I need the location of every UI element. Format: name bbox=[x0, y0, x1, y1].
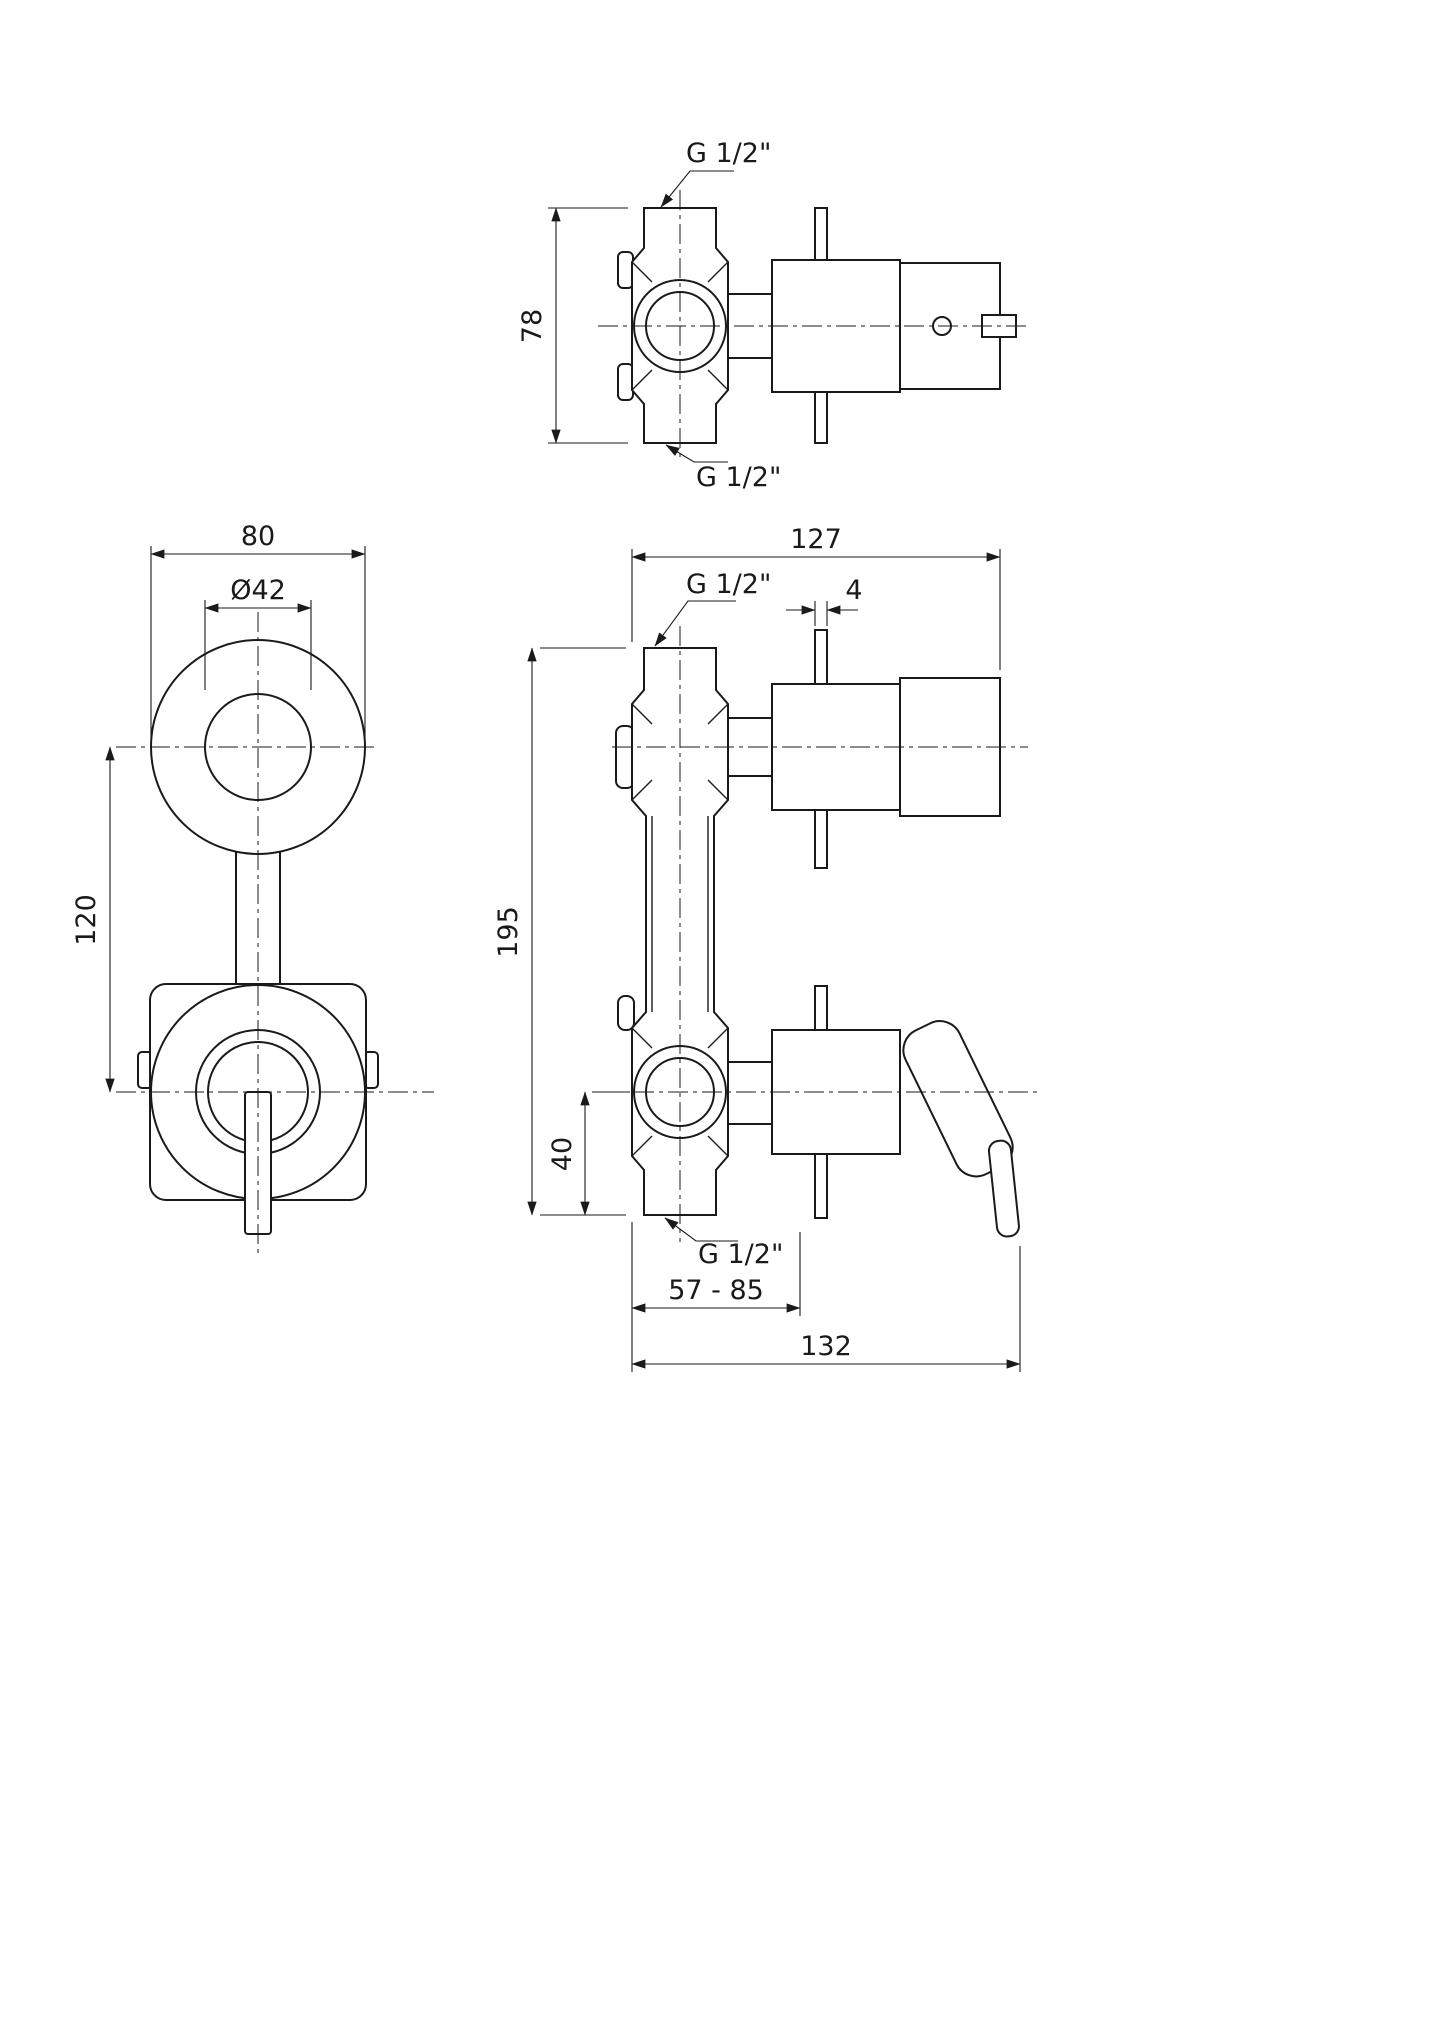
dim-42-label: Ø42 bbox=[230, 575, 286, 606]
dim-127-label: 127 bbox=[790, 524, 842, 555]
side-view-upper-stem-lines bbox=[728, 717, 772, 777]
side-view-lever-hook-body bbox=[987, 1139, 1020, 1238]
front-view-dimensions: 80 Ø42 120 bbox=[71, 521, 366, 1093]
dim-80-extension-lines bbox=[150, 546, 366, 738]
top-port-bottom-label: G 1/2" bbox=[696, 462, 781, 493]
dim-42-extension-lines bbox=[204, 600, 312, 690]
dim-4-extension-lines bbox=[814, 601, 828, 626]
side-view-clip-lower bbox=[617, 995, 635, 1031]
dim-78-extension-lines bbox=[548, 207, 628, 444]
top-port-bottom-leader bbox=[665, 444, 728, 463]
side-port-bottom-leader bbox=[664, 1217, 738, 1242]
side-view-lower-chamfer-lines bbox=[631, 1027, 729, 1157]
dim-132-label: 132 bbox=[800, 1331, 852, 1362]
dim-195-label: 195 bbox=[493, 906, 524, 958]
dim-120-label: 120 bbox=[71, 894, 102, 946]
side-view-upper-chamfer-lines bbox=[631, 703, 729, 801]
top-view-stem-lines bbox=[728, 293, 772, 359]
dim-195-extension-lines bbox=[540, 647, 626, 1216]
front-view bbox=[116, 612, 434, 1258]
top-view-chamfer-lines bbox=[631, 261, 729, 391]
dim-57-85-label: 57 - 85 bbox=[668, 1275, 764, 1306]
top-view bbox=[598, 190, 1026, 462]
side-view-upper-knob bbox=[899, 677, 1001, 817]
side-port-top-leader bbox=[654, 600, 736, 647]
dim-4-label: 4 bbox=[845, 575, 862, 606]
top-port-top-label: G 1/2" bbox=[686, 138, 771, 169]
side-view bbox=[600, 626, 1042, 1242]
side-view-dimensions: 127 4 G 1/2" 195 40 G 1/2" 57 - 85 132 bbox=[493, 524, 1021, 1372]
dim-127-extension-lines bbox=[631, 549, 1001, 670]
dim-78-label: 78 bbox=[517, 309, 548, 343]
side-view-lever-hook bbox=[987, 1139, 1020, 1238]
top-view-dimensions: 78 G 1/2" G 1/2" bbox=[517, 138, 781, 493]
top-port-top-leader bbox=[660, 170, 734, 208]
dim-40-label: 40 bbox=[547, 1137, 578, 1171]
side-view-body-inner-lines bbox=[651, 816, 709, 1012]
side-port-bottom-label: G 1/2" bbox=[698, 1239, 783, 1270]
side-port-top-label: G 1/2" bbox=[686, 569, 771, 600]
dim-80-label: 80 bbox=[241, 521, 275, 552]
dim-57-85-extension-lines bbox=[631, 1222, 801, 1372]
top-view-clip-upper bbox=[617, 251, 634, 289]
top-view-clip-lower bbox=[617, 363, 634, 401]
side-view-lower-stem-lines bbox=[728, 1061, 772, 1125]
